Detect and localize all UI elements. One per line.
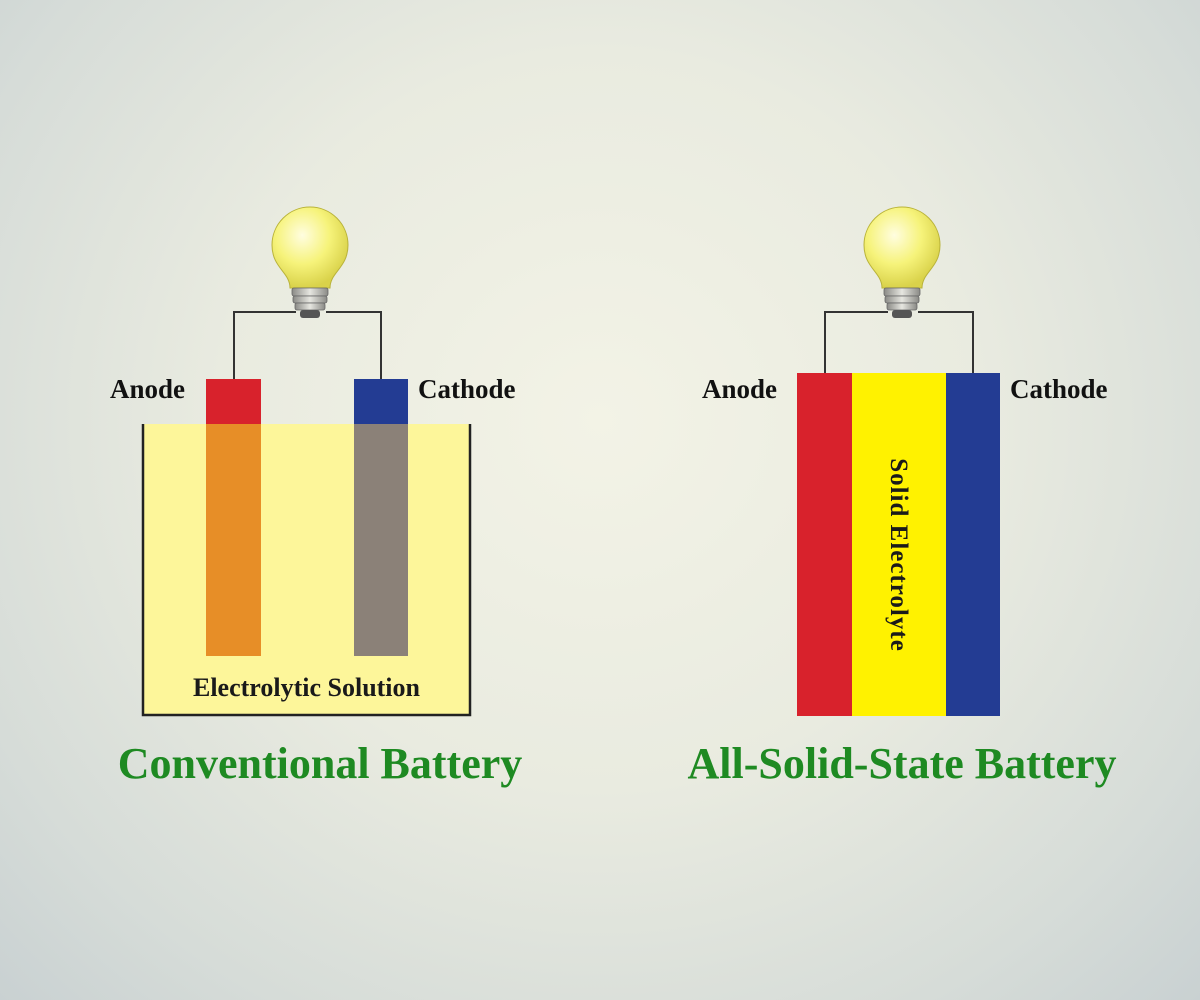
solid-electrolyte-label: Solid Electrolyte bbox=[885, 458, 912, 652]
conventional-wire-anode bbox=[233, 311, 296, 381]
electrolytic-solution bbox=[143, 424, 470, 714]
conventional-anode-label: Anode bbox=[110, 374, 186, 404]
conventional-wire-cathode bbox=[326, 311, 382, 381]
conventional-battery bbox=[141, 206, 472, 717]
anode-electrode-top bbox=[206, 379, 261, 425]
solid-cathode-label: Cathode bbox=[1010, 374, 1108, 404]
solid-anode-layer bbox=[797, 373, 852, 716]
solid-electrolyte-layer bbox=[852, 373, 946, 716]
solid-state-battery-title: All-Solid-State Battery bbox=[687, 739, 1117, 788]
lightbulb-icon bbox=[271, 206, 349, 318]
container-wall bbox=[141, 424, 472, 717]
conventional-cathode-label: Cathode bbox=[418, 374, 516, 404]
cathode-electrode-top bbox=[354, 379, 408, 425]
cathode-electrode-submerged bbox=[354, 424, 408, 656]
conventional-battery-title: Conventional Battery bbox=[117, 739, 523, 788]
electrolytic-solution-label: Electrolytic Solution bbox=[192, 673, 420, 702]
lightbulb-icon bbox=[863, 206, 941, 318]
anode-electrode-submerged bbox=[206, 424, 261, 656]
solid-state-battery bbox=[797, 206, 1000, 716]
solid-wire-anode bbox=[824, 311, 888, 374]
solid-wire-cathode bbox=[918, 311, 974, 374]
solid-cathode-layer bbox=[946, 373, 1000, 716]
solid-anode-label: Anode bbox=[702, 374, 778, 404]
